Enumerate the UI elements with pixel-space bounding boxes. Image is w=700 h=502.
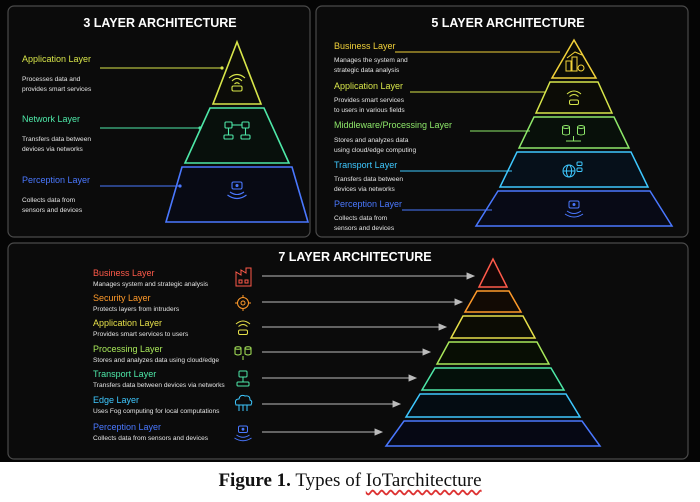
database-icon: [234, 346, 252, 360]
layer-name-3-application: Application Layer: [22, 54, 91, 64]
caption-text-prefix: Types of: [295, 470, 366, 491]
panel-5-title: 5 LAYER ARCHITECTURE: [431, 16, 584, 30]
pyramid-3-network-layer: [183, 107, 291, 164]
layer-desc-3-perception-2: sensors and devices: [22, 207, 83, 214]
factory-icon: [235, 267, 252, 287]
wifi-icon: [228, 73, 246, 92]
layer-desc-7-perception: Collects data from sensors and devices: [93, 435, 209, 442]
shield-gear-icon: [235, 295, 251, 311]
sensor-icon: [227, 181, 247, 200]
pyramid-5-processing-layer: [517, 116, 631, 149]
layer-desc-5-business-2: strategic data analysis: [334, 67, 400, 74]
seven-layer-arrows: [262, 272, 476, 436]
pyramid-7-application-layer: [449, 315, 537, 339]
pyramid-3-application-layer: [211, 39, 263, 105]
layer-name-7-application: Application Layer: [93, 318, 162, 328]
layer-desc-3-perception-1: Collects data from: [22, 197, 76, 204]
layer-desc-5-business-1: Manages the system and: [334, 57, 408, 64]
layer-name-5-business: Business Layer: [334, 41, 396, 51]
pyramid-5-application-layer: [534, 81, 614, 114]
arrow-edge-head: [392, 400, 402, 408]
pyramid-7-edge-layer: [404, 393, 582, 418]
layer-desc-3-application-1: Processes data and: [22, 76, 81, 83]
wifi-icon: [566, 90, 582, 105]
seven-layer-pyramid: [384, 257, 602, 447]
layer-desc-5-transport-2: devices via networks: [334, 186, 396, 193]
layer-name-5-application: Application Layer: [334, 81, 403, 91]
database-icon: [562, 125, 585, 142]
arrow-transport-head: [408, 374, 418, 382]
layer-name-7-perception: Perception Layer: [93, 422, 161, 432]
panel-3-title: 3 LAYER ARCHITECTURE: [83, 16, 236, 30]
layer-desc-3-application-2: provides smart services: [22, 86, 92, 93]
sensor-icon: [564, 200, 584, 218]
layer-desc-7-transport: Transfers data between devices via netwo…: [93, 382, 225, 389]
arrow-business-head: [466, 272, 476, 280]
layer-desc-7-business: Manages system and strategic analysis: [93, 281, 209, 288]
layer-desc-5-application-1: Provides smart services: [334, 97, 405, 104]
pyramid-5-business-layer: [550, 38, 598, 79]
pyramid-7-transport-layer: [420, 367, 566, 391]
leader-dot-3-application: [220, 66, 224, 70]
business-chart-icon: [565, 51, 585, 72]
sensor-icon: [234, 425, 252, 442]
arrow-perception-head: [374, 428, 384, 436]
router-icon: [236, 370, 250, 387]
layer-desc-3-network-2: devices via networks: [22, 146, 84, 153]
arrow-processing-head: [422, 348, 432, 356]
figure-caption: Figure 1. Types of IoTarchitecture: [0, 470, 700, 492]
leader-dot-3-network: [198, 126, 202, 130]
network-nodes-icon: [223, 121, 251, 140]
arrow-security-head: [454, 298, 464, 306]
five-layer-labels: Business Layer Manages the system and st…: [334, 41, 560, 232]
globe-icon: [562, 161, 583, 178]
layer-desc-7-application: Provides smart services to users: [93, 331, 189, 338]
pyramid-7-perception-layer: [384, 420, 602, 447]
layer-name-3-perception: Perception Layer: [22, 175, 90, 185]
pyramid-7-security-layer: [463, 290, 523, 313]
layer-desc-3-network-1: Transfers data between: [22, 136, 91, 143]
pyramid-7-business-layer: [477, 257, 509, 288]
pyramid-5-transport-layer: [498, 151, 650, 188]
layer-desc-7-security: Protects layers from intruders: [93, 306, 180, 313]
layer-name-7-transport: Transport Layer: [93, 369, 156, 379]
pyramid-7-processing-layer: [435, 341, 551, 365]
layer-desc-5-transport-1: Transfers data between: [334, 176, 403, 183]
layer-name-5-transport: Transport Layer: [334, 160, 397, 170]
layer-desc-5-application-2: to users in various fields: [334, 107, 405, 114]
layer-name-7-security: Security Layer: [93, 293, 151, 303]
arrow-application-head: [438, 323, 448, 331]
layer-name-5-processing: Middleware/Processing Layer: [334, 120, 452, 130]
layer-desc-5-processing-1: Stores and analyzes data: [334, 137, 409, 144]
layer-desc-5-perception-1: Collects data from: [334, 215, 388, 222]
caption-label: Figure 1.: [218, 470, 291, 491]
panel-7-title: 7 LAYER ARCHITECTURE: [278, 250, 431, 264]
leader-dot-3-perception: [178, 184, 182, 188]
layer-name-7-business: Business Layer: [93, 268, 155, 278]
layer-desc-5-perception-2: sensors and devices: [334, 225, 395, 232]
layer-name-7-processing: Processing Layer: [93, 344, 163, 354]
three-layer-labels: Application Layer Processes data and pro…: [22, 54, 224, 214]
layer-name-7-edge: Edge Layer: [93, 395, 139, 405]
layer-desc-7-edge: Uses Fog computing for local computation…: [93, 408, 220, 415]
wifi-icon: [235, 320, 251, 335]
layer-name-3-network: Network Layer: [22, 114, 80, 124]
layer-name-5-perception: Perception Layer: [334, 199, 402, 209]
cloud-icon: [234, 394, 253, 411]
layer-desc-5-processing-2: using cloud/edge computing: [334, 147, 416, 154]
caption-text-underlined: IoTarchitecture: [365, 470, 482, 491]
layer-desc-7-processing: Stores and analyzes data using cloud/edg…: [93, 357, 219, 364]
seven-layer-labels: Business Layer Manages system and strate…: [93, 268, 225, 442]
